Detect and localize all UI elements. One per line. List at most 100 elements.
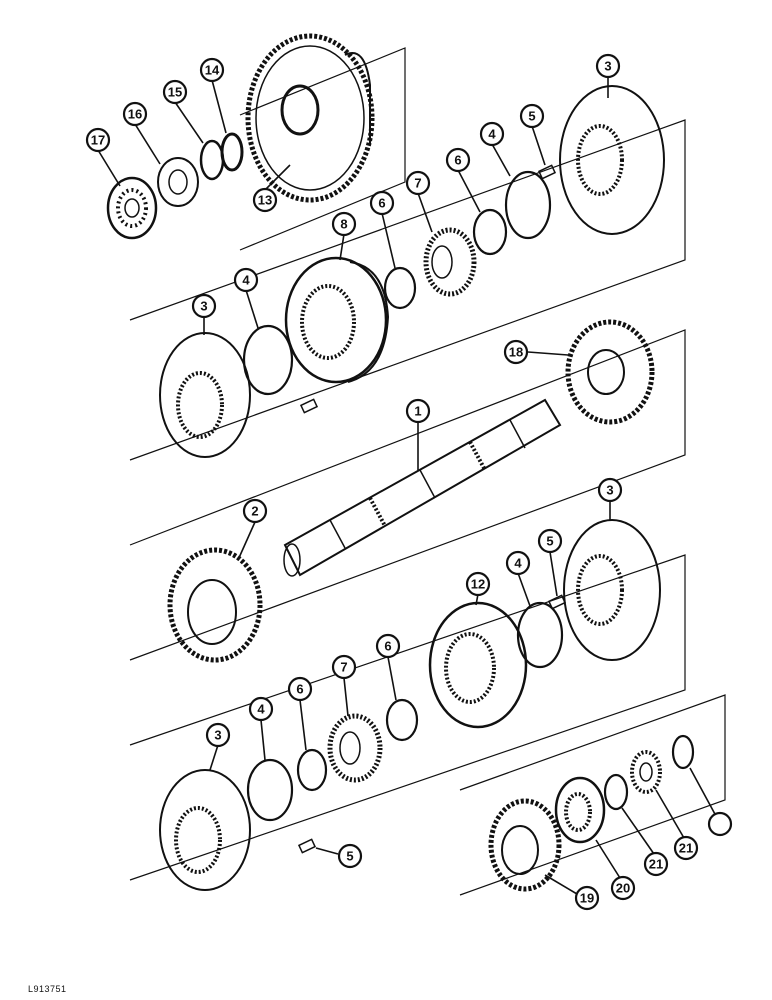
callout-label-6c: 6 xyxy=(384,639,391,654)
assembly-planes xyxy=(129,47,726,896)
callouts: 17 16 15 14 13 3 5 4 6 7 6 8 4 3 18 1 2 … xyxy=(85,53,733,911)
bearing-16 xyxy=(106,176,158,240)
leader-12 xyxy=(264,164,291,191)
callout-17: 18 xyxy=(503,339,529,365)
leader-4c xyxy=(517,572,531,607)
callout-16: 17 xyxy=(85,127,111,153)
callout-label-18: 19 xyxy=(580,891,594,906)
main-shaft-1 xyxy=(283,398,562,577)
plane-main-shaft xyxy=(129,329,686,661)
leader-5a xyxy=(531,125,546,166)
callout-label-1: 1 xyxy=(414,404,421,419)
callout-13: 14 xyxy=(199,57,225,83)
callout-21b xyxy=(707,811,733,837)
ring-6-lower-right xyxy=(385,698,419,742)
callout-label-6d: 6 xyxy=(296,682,303,697)
leader-4d xyxy=(260,719,266,761)
housing-3-upper-right xyxy=(559,85,665,235)
callout-14: 15 xyxy=(162,79,188,105)
hub-8-lower xyxy=(428,601,528,729)
leader-5c xyxy=(315,847,339,855)
leader-19 xyxy=(595,839,621,879)
callout-label-4d: 4 xyxy=(257,702,265,717)
callout-3d: 3 xyxy=(205,722,231,748)
housing-3-upper-left xyxy=(159,332,251,458)
callout-label-14: 15 xyxy=(168,85,182,100)
callout-8a: 8 xyxy=(331,211,357,237)
callout-2: 2 xyxy=(242,498,268,524)
callout-3b: 3 xyxy=(191,293,217,319)
bearing-19 xyxy=(554,776,606,844)
callout-4d: 4 xyxy=(248,696,274,722)
callout-label-16: 17 xyxy=(91,133,105,148)
leader-6c xyxy=(387,656,397,701)
callout-4b: 4 xyxy=(233,267,259,293)
leader-6d xyxy=(299,699,307,751)
pin-5-lower-left xyxy=(297,838,317,854)
callout-label-4a: 4 xyxy=(488,127,496,142)
snap-ring-4-upper-left xyxy=(242,324,294,396)
callout-label-8a: 8 xyxy=(340,217,347,232)
callout-6c: 6 xyxy=(375,633,401,659)
leader-7b xyxy=(343,677,349,717)
callout-18: 19 xyxy=(574,885,600,911)
callout-6b: 6 xyxy=(369,190,395,216)
callout-label-8b: 12 xyxy=(471,577,485,592)
ring-6-lower-left xyxy=(296,748,328,792)
callout-label-5b: 5 xyxy=(546,534,553,549)
leader-14 xyxy=(174,101,204,144)
leader-4a xyxy=(491,143,511,177)
pin-5-upper xyxy=(537,164,557,180)
leader-3d xyxy=(209,744,219,771)
pin-5-upper-left xyxy=(299,398,319,414)
hub-8-upper xyxy=(284,256,390,384)
callout-leaders xyxy=(97,76,717,895)
ring-13 xyxy=(220,132,244,172)
leader-21a xyxy=(621,807,655,855)
callout-3c: 3 xyxy=(597,477,623,503)
callout-label-12: 13 xyxy=(258,193,272,208)
callout-label-6b: 6 xyxy=(378,196,385,211)
leader-16 xyxy=(97,149,121,187)
callout-5b: 5 xyxy=(537,528,563,554)
callout-label-4c: 4 xyxy=(514,556,522,571)
callout-label-7b: 7 xyxy=(340,660,347,675)
leader-2 xyxy=(237,521,256,561)
gear-18 xyxy=(488,798,562,892)
leader-8a xyxy=(339,233,345,261)
callout-6d: 6 xyxy=(287,676,313,702)
callout-label-5c: 5 xyxy=(346,849,353,864)
figure-reference-code: L913751 xyxy=(28,984,67,994)
plane-lower-shaft xyxy=(129,554,686,881)
leader-20 xyxy=(655,789,685,839)
callout-1: 1 xyxy=(405,398,431,424)
snap-ring-4-upper-right xyxy=(504,170,552,240)
callout-5c: 5 xyxy=(337,843,363,869)
nut-20 xyxy=(630,750,662,794)
leader-17 xyxy=(527,351,569,356)
callout-label-15: 16 xyxy=(128,107,142,122)
callout-4c: 4 xyxy=(505,550,531,576)
callout-label-13: 14 xyxy=(205,63,220,78)
plane-top xyxy=(239,47,406,251)
sleeve-7-lower xyxy=(327,713,383,783)
snap-ring-21-outer xyxy=(671,734,695,770)
callout-label-6a: 6 xyxy=(454,153,461,168)
callout-7a: 7 xyxy=(405,170,431,196)
spacer-15 xyxy=(157,157,199,207)
callout-label-3d: 3 xyxy=(214,728,221,743)
snap-ring-4-lower-left xyxy=(246,758,294,822)
leader-6b xyxy=(381,212,396,269)
callout-label-3b: 3 xyxy=(200,299,207,314)
ring-6-upper-left xyxy=(383,266,417,310)
callout-3a: 3 xyxy=(595,53,621,79)
callout-8b: 12 xyxy=(465,571,491,597)
callout-label-19: 20 xyxy=(616,881,630,896)
leader-13 xyxy=(211,79,227,134)
gear-12 xyxy=(245,33,375,203)
leader-7a xyxy=(417,192,433,233)
callout-19: 20 xyxy=(610,875,636,901)
callout-5a: 5 xyxy=(519,103,545,129)
leader-21b xyxy=(689,767,717,817)
